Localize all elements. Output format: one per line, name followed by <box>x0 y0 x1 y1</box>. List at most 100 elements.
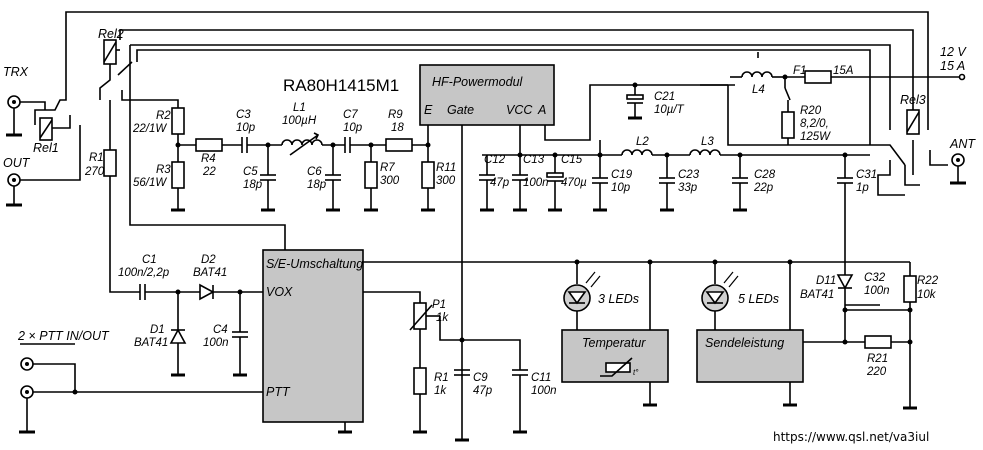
value-c23: 33p <box>678 182 698 194</box>
label-d2: D2 <box>201 254 216 266</box>
label-c32: C32 <box>864 272 886 284</box>
value-c5: 18p <box>243 179 263 191</box>
value-r4: 22 <box>202 166 216 178</box>
value-r20: 8,2/0, <box>800 118 829 130</box>
resistor-r1-270 <box>103 149 140 293</box>
temp-symbol: t° <box>633 368 639 377</box>
sendeleistung-block <box>696 259 865 407</box>
fuse-f1 <box>785 70 966 84</box>
source-url: https://www.qsl.net/va3iul <box>773 430 929 444</box>
value-p1: 1k <box>436 312 449 324</box>
trx-label: TRX <box>3 65 29 79</box>
diode-d1 <box>169 292 187 377</box>
out-port <box>6 125 81 207</box>
label-c6: C6 <box>307 166 322 178</box>
label-r21: R21 <box>867 353 888 365</box>
label-r7: R7 <box>380 162 395 174</box>
label-l1: L1 <box>293 102 306 114</box>
label-r1-1k: R1 <box>434 372 449 384</box>
relay-rel1 <box>34 55 71 141</box>
label-c12: C12 <box>484 154 506 166</box>
hf-pin-a: A <box>537 103 546 117</box>
se-umschaltung <box>262 249 910 434</box>
rel3-label: Rel3 <box>900 93 926 107</box>
hf-pin-gate: Gate <box>447 103 474 117</box>
out-label: OUT <box>3 156 31 170</box>
value-d2: BAT41 <box>193 267 227 279</box>
ptt-ports <box>19 343 263 434</box>
resistor-r22 <box>903 262 917 410</box>
value-r21: 220 <box>866 366 887 378</box>
value-l1: 100µH <box>282 115 317 127</box>
value-c3: 10p <box>236 122 256 134</box>
capacitor-c23 <box>659 155 675 212</box>
led5-label: 5 LEDs <box>738 292 779 306</box>
label-r11: R11 <box>436 162 456 174</box>
rel2-label: Rel2 <box>98 27 124 41</box>
value-c6: 18p <box>307 179 327 191</box>
value-r3: 56/1W <box>133 177 167 189</box>
label-r3: R3 <box>156 164 171 176</box>
label-c9: C9 <box>473 372 488 384</box>
resistor-r21 <box>864 335 913 349</box>
hf-pin-e: E <box>424 103 433 117</box>
ant-port <box>950 153 966 185</box>
value-r22: 10k <box>917 289 937 301</box>
relay-rel3 <box>870 109 948 196</box>
temp-label: Temperatur <box>582 336 646 350</box>
diode-d11 <box>836 274 854 342</box>
component-labels: R1 270 R2 22/1W R3 56/1W R4 22 C3 10p L1… <box>84 65 939 397</box>
value-r1-270: 270 <box>84 166 105 178</box>
label-d11: D11 <box>816 275 836 287</box>
relay-rel2 <box>99 39 179 150</box>
wiper-line <box>439 316 521 370</box>
resistor-r1-1k <box>413 367 427 434</box>
label-d1: D1 <box>150 324 165 336</box>
rel1-label: Rel1 <box>33 141 59 155</box>
label-c23: C23 <box>678 169 700 181</box>
resistor-r7 <box>364 145 378 212</box>
label-c3: C3 <box>236 109 251 121</box>
value-c4: 100n <box>203 337 229 349</box>
value-c19: 10p <box>611 182 631 194</box>
value-r9: 18 <box>391 122 404 134</box>
label-r2: R2 <box>156 110 171 122</box>
label-r22: R22 <box>917 275 939 287</box>
value-c13: 100n <box>523 177 549 189</box>
hf-powermodul <box>419 64 735 440</box>
output-filter <box>597 140 870 158</box>
capacitor-c6 <box>325 145 341 212</box>
value-c15: 470µ <box>561 177 587 189</box>
capacitor-c4 <box>232 292 248 377</box>
value-c11: 100n <box>531 385 557 397</box>
se-pin-ptt: PTT <box>266 385 291 399</box>
capacitor-c32 <box>845 304 913 313</box>
label-r9: R9 <box>388 109 403 121</box>
value-r2: 22/1W <box>132 123 167 135</box>
supply-voltage-label: 12 V <box>940 45 967 59</box>
label-l4: L4 <box>752 84 765 96</box>
label-c7: C7 <box>343 109 358 121</box>
label-l3: L3 <box>701 136 714 148</box>
label-c28: C28 <box>754 169 776 181</box>
schematic-title: RA80H1415M1 <box>283 76 399 95</box>
label-c13: C13 <box>523 154 545 166</box>
label-c19: C19 <box>611 169 633 181</box>
value-c32: 100n <box>864 285 890 297</box>
diode-d2 <box>199 283 263 301</box>
label-p1: P1 <box>432 299 446 311</box>
label-r20: R20 <box>800 105 822 117</box>
resistor-r3 <box>171 161 185 212</box>
value-c12: 47p <box>490 177 510 189</box>
led3-label: 3 LEDs <box>598 292 639 306</box>
resistor-r11 <box>421 145 435 212</box>
value-c21: 10µ/T <box>654 104 685 116</box>
trx-port <box>6 95 46 137</box>
value-c9: 47p <box>473 385 493 397</box>
capacitor-c28 <box>732 155 748 212</box>
led-5 <box>701 259 739 330</box>
value-c31: 1p <box>856 182 869 194</box>
value-f1: 15A <box>833 65 854 77</box>
label-r4: R4 <box>201 153 216 165</box>
